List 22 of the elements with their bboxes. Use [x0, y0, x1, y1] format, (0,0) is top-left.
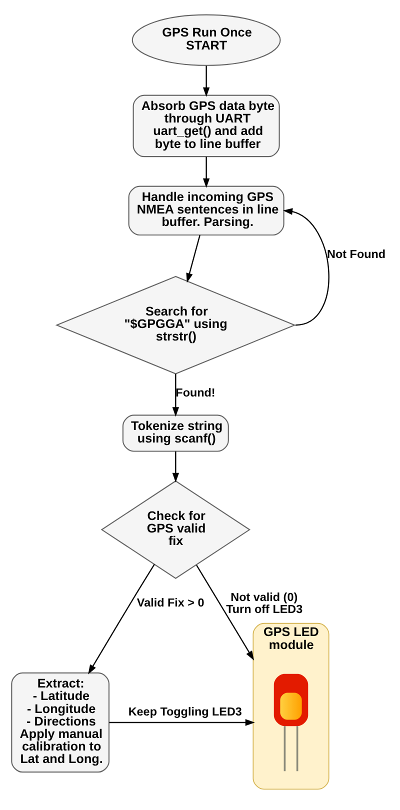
arrow [202, 65, 210, 96]
edge-label: Not valid (0) Turn off LED3 [226, 590, 303, 616]
edge-label: Found! [176, 386, 216, 400]
arrow [202, 156, 210, 188]
node-box: Extract: - Latitude - Longitude - Directions Apply manual calibration to Lat and Long. [11, 672, 110, 772]
node-diamond: Check for GPS valid fix [100, 480, 251, 578]
edge-label: Valid Fix > 0 [136, 596, 204, 610]
node-box: Tokenize string using scanf() [122, 414, 229, 452]
arrow [186, 234, 200, 282]
edge-label: Not Found [327, 247, 386, 260]
arrow [88, 564, 155, 674]
arrow [282, 208, 330, 326]
node-box: Absorb GPS data byte through UART uart_get() and add byte to line buffer [132, 94, 280, 157]
node-box: Handle incoming GPS NMEA sentences in line buffer. Parsing. [128, 185, 284, 236]
arrow [172, 373, 180, 416]
cluster: GPS LED module [252, 622, 330, 790]
arrow [196, 564, 254, 660]
arrow [109, 718, 255, 726]
node-ellipse: GPS Run Once START [132, 14, 281, 66]
edge-label: Keep Toggling LED3 [128, 705, 242, 718]
node-diamond: Search for "$GPGGA" using strstr() [55, 275, 296, 374]
arrow [172, 451, 180, 482]
